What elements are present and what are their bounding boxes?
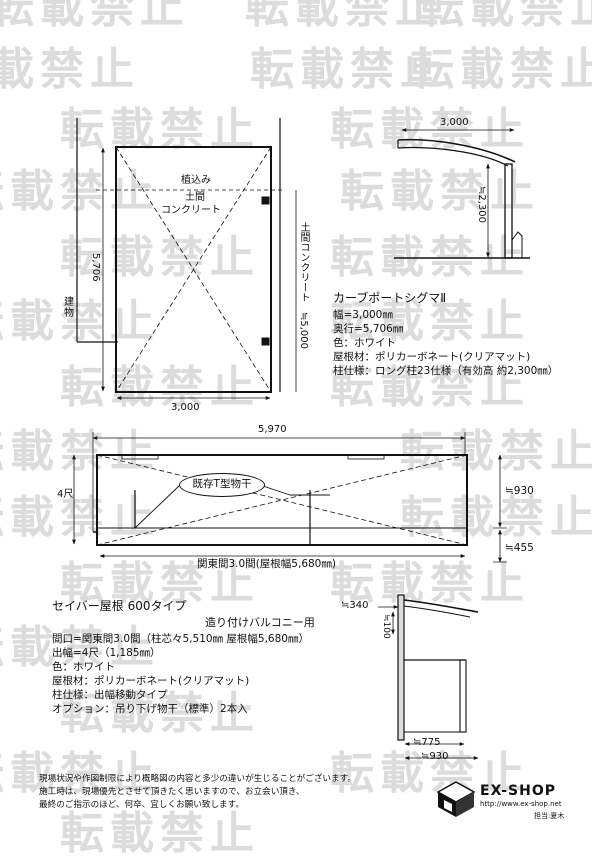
post-marker xyxy=(261,337,270,346)
curved-roof-inner xyxy=(397,147,509,167)
slab-label-1: 土間 xyxy=(185,192,205,203)
roof-bracket xyxy=(121,454,159,460)
roof-diagonal xyxy=(115,146,272,393)
carport-depth-dim: 5,706 xyxy=(90,253,101,282)
drawing-lines xyxy=(72,118,530,817)
balcony-plan xyxy=(72,432,507,563)
carport-roof-outline xyxy=(115,146,272,393)
balcony-depth-label: 4尺 xyxy=(57,489,74,500)
section-dim-100: ≒100 xyxy=(381,614,391,639)
balcony-parapet xyxy=(459,659,467,733)
balcony-spec-line: 間口=関東間3.0間（柱芯々5,510㎜ 屋根幅5,680㎜） xyxy=(52,633,309,645)
balcony-spec-subtitle: 造り付けバルコニー用 xyxy=(205,616,315,629)
balcony-spec-line: 色：ホワイト xyxy=(52,661,115,673)
watermark-text: 転載禁止 xyxy=(0,492,160,543)
hanger-leader xyxy=(259,484,291,496)
watermark-text: 転載禁止 xyxy=(60,688,260,739)
house-wall xyxy=(397,594,405,741)
balcony-section xyxy=(378,594,479,760)
hanger-leader xyxy=(134,484,181,529)
watermark-text: 転載禁止 xyxy=(340,166,540,217)
carport-spec-line: 柱仕様：ロング柱23仕様（有効高 約2,300㎜） xyxy=(333,365,559,377)
staff-label: 担当:夏木 xyxy=(534,812,565,820)
carport-spec-line: 色：ホワイト xyxy=(333,337,396,349)
watermark-text: 転載禁止 xyxy=(410,44,592,95)
section-roof xyxy=(403,599,479,613)
watermark-text: 転載禁止 xyxy=(0,0,190,33)
slab-label-2: コンクリート xyxy=(161,205,221,216)
watermark-text: 転載禁止 xyxy=(60,232,260,283)
balcony-spec-line: 出幅=4尺（1,185㎜） xyxy=(52,647,161,659)
curved-roof xyxy=(397,138,516,163)
section-roof-inner xyxy=(403,605,471,618)
section-height-dim: ≒2,300 xyxy=(476,186,487,224)
balcony-spec-title: セイバー屋根 600タイプ xyxy=(52,599,187,613)
footer-note: 最終のご指示のほど、何卒、宜しくお願い致します。 xyxy=(39,800,244,810)
post-base xyxy=(511,231,523,258)
section-dim-775: ≒775 xyxy=(413,737,441,748)
hanger-label: 既存T型物干 xyxy=(192,478,252,490)
carport-spec-line: 屋根材：ポリカーボネート(クリアマット) xyxy=(333,351,531,363)
watermark-text: 転載禁止 xyxy=(0,748,160,799)
carport-spec-line: 奥行=5,706㎜ xyxy=(333,323,404,335)
watermark-text: 転載禁止 xyxy=(245,0,445,33)
carport-spec-line: 幅=3,000㎜ xyxy=(333,309,393,321)
planting-label: 植込み xyxy=(181,175,211,186)
carport-section xyxy=(394,128,530,259)
ex-shop-logo xyxy=(436,781,476,817)
carport-post xyxy=(504,163,513,259)
balcony-spec-line: 屋根材：ポリカーボネート(クリアマット) xyxy=(52,675,250,687)
balcony-total-dim: 5,970 xyxy=(258,424,287,435)
section-dim-930: ≒930 xyxy=(421,751,449,762)
watermark-text: 転載禁止 xyxy=(330,296,530,347)
roof-bracket xyxy=(347,454,385,460)
footer-note: 施工時は、現場優先とさせて頂きたく思いますので、お立会い頂き、 xyxy=(39,787,305,797)
balcony-spec-line: 柱仕様：出幅移動タイプ xyxy=(52,689,168,701)
slab-vertical-label: 土間コンクリート xyxy=(298,222,309,302)
balcony-dim-930: ≒930 xyxy=(505,485,534,497)
brand-url[interactable]: http://www.ex-shop.net xyxy=(480,800,562,808)
carport-width-dim: 3,000 xyxy=(171,402,200,413)
footer-note: 現場状況や作図制限により概略図の内容と多少の違いが生じることがございます。 xyxy=(39,774,356,784)
watermark-text: 転載禁止 xyxy=(330,558,530,609)
watermark-text: 転載禁止 xyxy=(400,492,592,543)
watermark-text: 転載禁止 xyxy=(0,44,140,95)
post-marker xyxy=(261,196,270,205)
carport-plan xyxy=(76,118,297,400)
hanger-callout: 既存T型物干 xyxy=(179,473,265,497)
watermark-text: 転載禁止 xyxy=(420,0,592,33)
section-dim-340: ≒340 xyxy=(341,600,369,611)
building-label: 建物 xyxy=(64,297,74,319)
balcony-roof-outline xyxy=(96,454,468,546)
balcony-dim-455: ≒455 xyxy=(505,542,534,554)
watermark-text: 転載禁止 xyxy=(330,362,530,413)
watermark-text: 転載禁止 xyxy=(60,104,260,155)
balcony-frontage-label: 関東間3.0間(屋根幅5,680㎜) xyxy=(197,558,336,570)
watermark-text: 転載禁止 xyxy=(60,362,260,413)
balcony-spec-line: オプション：吊り下げ物干（標準）2本入 xyxy=(52,703,248,715)
carport-spec-title: カーブポートシグマⅡ xyxy=(333,291,447,305)
section-width-dim: 3,000 xyxy=(440,117,469,128)
watermark-text: 転載禁止 xyxy=(0,622,160,673)
slab-dim: ≒5,000 xyxy=(298,312,309,350)
watermark-text: 転載禁止 xyxy=(60,558,260,609)
watermark-text: 転載禁止 xyxy=(250,44,450,95)
brand-name: EX-SHOP xyxy=(480,783,556,799)
